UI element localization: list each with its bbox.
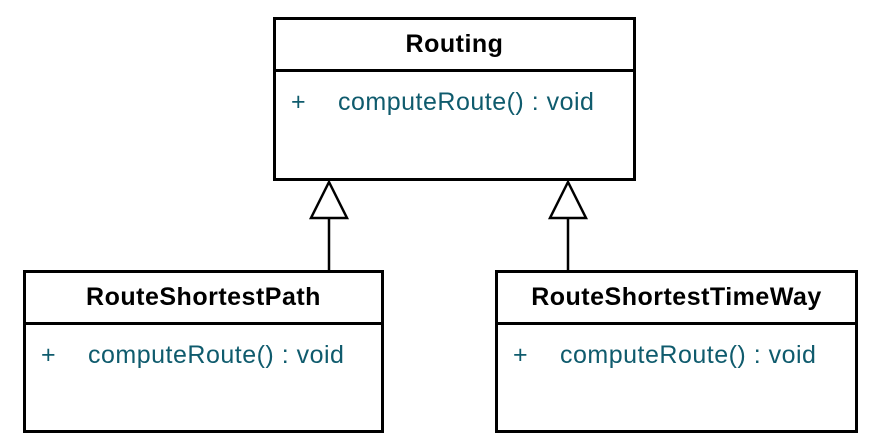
inheritance-triangle-icon [547, 179, 589, 220]
class-name-routing: Routing [276, 20, 633, 72]
method-signature: computeRoute() : void [88, 341, 345, 369]
class-box-routing: Routing + computeRoute() : void [273, 17, 636, 181]
generalization-arrow-right [547, 179, 589, 271]
methods-compartment: + computeRoute() : void [26, 325, 381, 370]
methods-compartment: + computeRoute() : void [498, 325, 855, 370]
method-signature: computeRoute() : void [560, 341, 817, 369]
method-item: + computeRoute() : void [291, 88, 629, 117]
class-name-route-shortest-path: RouteShortestPath [26, 273, 381, 325]
generalization-arrow-left [308, 179, 350, 271]
visibility-label: + [513, 341, 529, 369]
class-box-route-shortest-path: RouteShortestPath + computeRoute() : voi… [23, 270, 384, 433]
method-signature: computeRoute() : void [338, 88, 595, 116]
class-box-route-shortest-time-way: RouteShortestTimeWay + computeRoute() : … [495, 270, 858, 433]
method-item: + computeRoute() : void [513, 341, 851, 370]
class-name-route-shortest-time-way: RouteShortestTimeWay [498, 273, 855, 325]
method-item: + computeRoute() : void [41, 341, 377, 370]
inheritance-triangle-icon [308, 179, 350, 220]
visibility-label: + [41, 341, 57, 369]
methods-compartment: + computeRoute() : void [276, 72, 633, 117]
visibility-label: + [291, 88, 307, 116]
